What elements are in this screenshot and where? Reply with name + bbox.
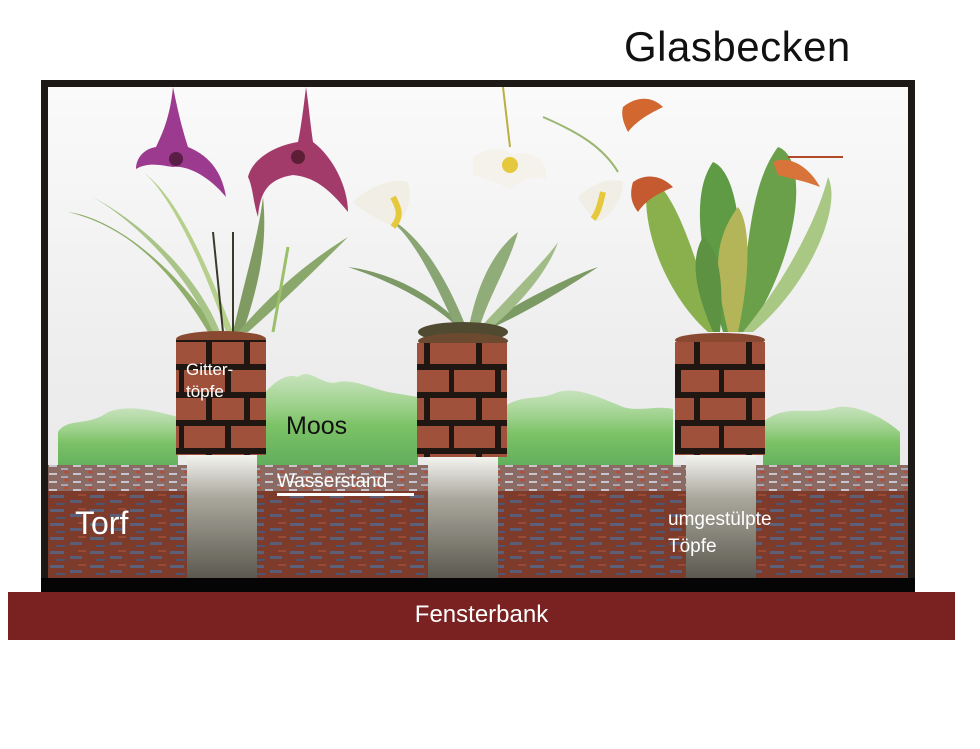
diagram-title: Glasbecken bbox=[624, 23, 851, 70]
lattice-pot-1 bbox=[176, 340, 266, 455]
moss-layer bbox=[763, 406, 900, 477]
moss-layer bbox=[498, 390, 673, 477]
lattice-pot-2 bbox=[417, 343, 507, 457]
label-moss: Moos bbox=[286, 412, 348, 440]
label-lattice-pots-line2: töpfe bbox=[186, 382, 224, 401]
label-inverted-pots-line2: Töpfe bbox=[668, 536, 717, 557]
label-lattice-pots: Gitter- töpfe bbox=[186, 359, 233, 403]
tank-scene bbox=[48, 87, 908, 578]
plant-white-orchid bbox=[348, 87, 623, 342]
water-level-line bbox=[277, 493, 414, 496]
moss-layer bbox=[58, 408, 178, 477]
label-peat: Torf bbox=[75, 505, 129, 541]
pedestal-2 bbox=[428, 457, 498, 578]
label-inverted-pots: umgestülpte Töpfe bbox=[668, 506, 772, 560]
moss-layer bbox=[253, 374, 418, 477]
pedestal-3 bbox=[686, 455, 756, 578]
pedestal-1 bbox=[187, 455, 257, 578]
label-water-level: Wasserstand bbox=[277, 471, 388, 492]
plant-orange-orchid bbox=[622, 98, 843, 332]
label-lattice-pots-line1: Gitter- bbox=[186, 360, 234, 379]
tank-bottom bbox=[41, 578, 915, 593]
windowsill: Fensterbank bbox=[8, 592, 955, 640]
lattice-pot-3 bbox=[675, 342, 765, 455]
label-inverted-pots-line1: umgestülpte bbox=[668, 509, 772, 530]
windowsill-label: Fensterbank bbox=[414, 601, 549, 628]
plant-purple-orchid bbox=[68, 87, 348, 333]
